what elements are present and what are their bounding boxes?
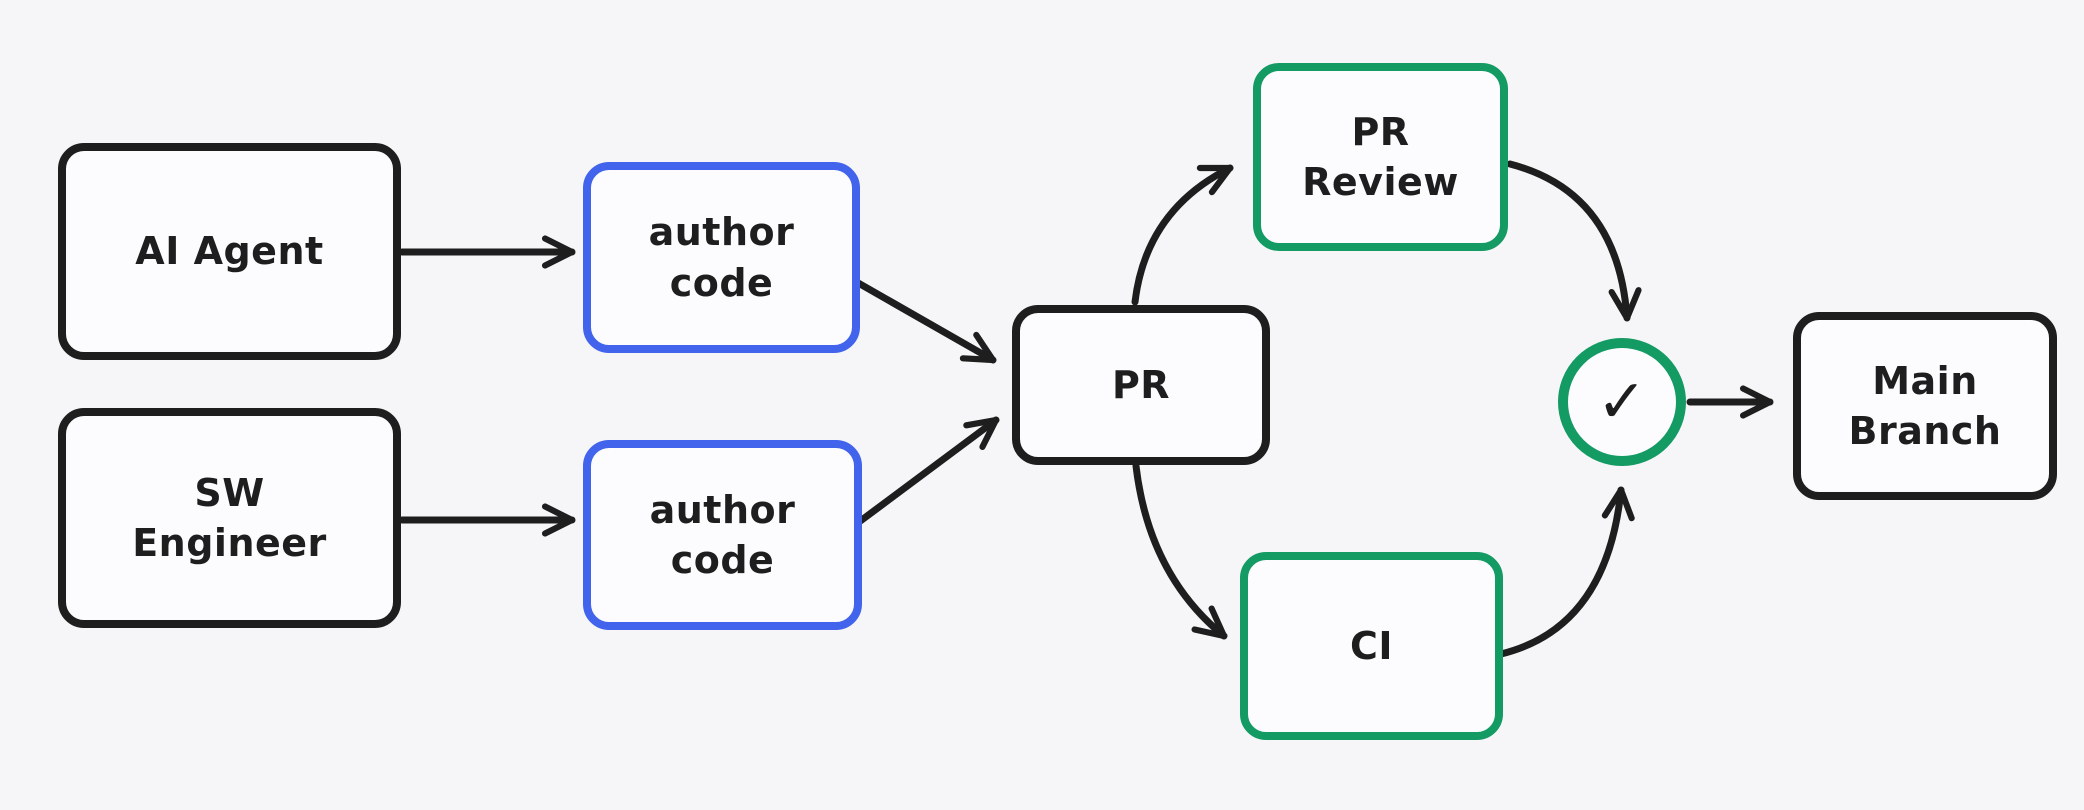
node-main-branch-label: Main Branch xyxy=(1848,358,2002,453)
node-pr-review: PR Review xyxy=(1253,63,1508,251)
node-main-branch: Main Branch xyxy=(1793,312,2057,500)
arrow-pr-to-ci xyxy=(1132,462,1228,640)
node-author-code-bottom-label: author code xyxy=(649,487,796,582)
node-ai-agent-label: AI Agent xyxy=(135,229,324,274)
node-ci-label: CI xyxy=(1349,623,1394,668)
node-author-code-bottom: author code xyxy=(583,440,862,630)
arrow-author-code-top-to-pr xyxy=(849,276,997,364)
node-approved-check: ✓ xyxy=(1558,338,1686,466)
arrow-pr-review-to-check xyxy=(1506,160,1642,322)
node-pr-review-label: PR Review xyxy=(1302,109,1459,204)
node-author-code-top: author code xyxy=(583,162,860,353)
node-sw-engineer-label: SW Engineer xyxy=(132,470,327,565)
node-ai-agent: AI Agent xyxy=(58,143,401,360)
node-pr: PR xyxy=(1012,305,1270,465)
node-pr-label: PR xyxy=(1111,362,1171,407)
node-author-code-top-label: author code xyxy=(648,210,795,305)
arrow-pr-to-pr-review xyxy=(1131,164,1234,306)
node-sw-engineer: SW Engineer xyxy=(58,408,401,628)
node-ci: CI xyxy=(1240,552,1503,740)
arrow-ci-to-check xyxy=(1497,486,1635,658)
arrow-author-code-bottom-to-pr xyxy=(851,416,1000,529)
checkmark-icon: ✓ xyxy=(1596,367,1648,437)
